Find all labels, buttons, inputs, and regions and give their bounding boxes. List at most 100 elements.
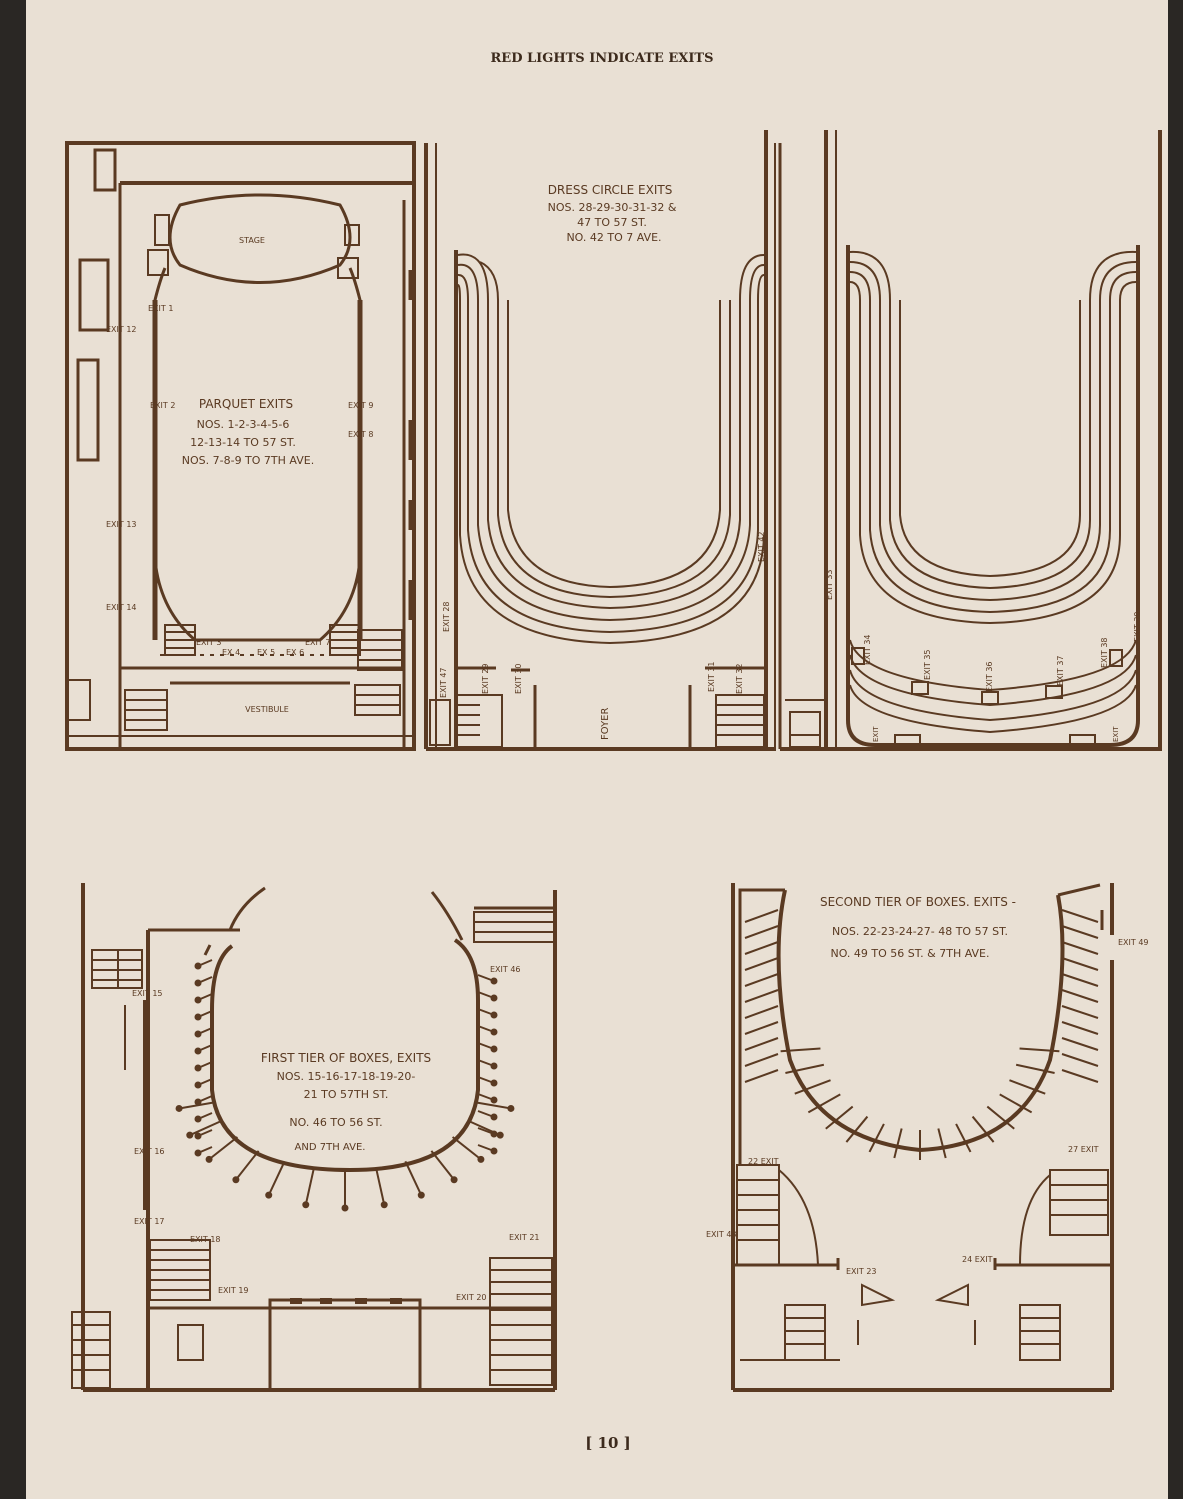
box-marker	[232, 1176, 240, 1184]
box-marker	[490, 1079, 498, 1087]
box-marker	[194, 1149, 202, 1157]
dress-circle-plan	[424, 130, 776, 751]
box-marker	[490, 994, 498, 1002]
exit-29-label: EXIT 29	[481, 663, 490, 694]
box-marker	[194, 996, 202, 1004]
box-partition	[451, 1136, 482, 1161]
box-marker	[194, 1013, 202, 1021]
exit-unnumbered-left: EXIT	[872, 726, 880, 742]
dress-circle-title: DRESS CIRCLE EXITS	[548, 183, 673, 197]
box-partition	[937, 1128, 947, 1159]
exit-37-label: EXIT 37	[1056, 655, 1065, 686]
box-marker	[507, 1104, 515, 1112]
box-marker	[194, 962, 202, 970]
box-marker	[490, 1113, 498, 1121]
box-partition	[807, 1093, 841, 1114]
parquet-title: PARQUET EXITS	[199, 397, 293, 411]
box-partition	[744, 909, 779, 923]
box-partition	[1061, 1053, 1099, 1067]
exit-27-label: 27 EXIT	[1068, 1145, 1099, 1154]
exit-23-label: EXIT 23	[846, 1267, 877, 1276]
box-partition	[893, 1128, 903, 1159]
second-tier-line1: NOS. 22-23-24-27- 48 TO 57 ST.	[832, 925, 1008, 938]
box-partition	[986, 1105, 1015, 1130]
box-partition	[744, 973, 779, 987]
box-marker	[341, 1204, 349, 1212]
box-partition	[235, 1150, 260, 1181]
box-marker	[490, 1045, 498, 1053]
box-partition	[267, 1160, 286, 1196]
dress-circle-line1: NOS. 28-29-30-31-32 &	[548, 201, 677, 214]
first-tier-line4: AND 7TH AVE.	[295, 1142, 366, 1153]
second-tier-line2: NO. 49 TO 56 ST. & 7TH AVE.	[830, 947, 989, 960]
box-partition	[178, 1101, 214, 1110]
exit-30-label: EXIT 30	[514, 663, 523, 694]
box-partition	[744, 941, 779, 955]
box-marker	[186, 1131, 194, 1139]
box-marker	[496, 1131, 504, 1139]
box-marker	[490, 1028, 498, 1036]
box-partition	[744, 1005, 779, 1019]
exit-13-label: EXIT 13	[106, 520, 137, 529]
exit-32-label: EXIT 32	[735, 663, 744, 694]
exit-14-label: EXIT 14	[106, 603, 137, 612]
parquet-plan	[65, 141, 416, 751]
exit-38-label: EXIT 38	[1100, 637, 1109, 668]
second-tier-plan	[731, 883, 1114, 1392]
box-partition	[375, 1167, 386, 1205]
box-marker	[380, 1201, 388, 1209]
exit-unnumbered-right: EXIT	[1112, 726, 1120, 742]
box-marker	[490, 1130, 498, 1138]
box-partition	[780, 1047, 821, 1053]
gallery-plan	[778, 130, 1162, 751]
box-partition	[744, 925, 779, 939]
box-partition	[476, 1101, 512, 1110]
second-tier-title: SECOND TIER OF BOXES. EXITS -	[820, 895, 1016, 909]
box-marker	[194, 1132, 202, 1140]
exit-6-label: EX 6	[286, 648, 304, 657]
exit-15-label: EXIT 15	[132, 989, 163, 998]
exit-28-label: EXIT 28	[442, 601, 451, 632]
box-partition	[1061, 1021, 1099, 1035]
page-number: [ 10 ]	[585, 1434, 631, 1452]
parquet-line2: 12-13-14 TO 57 ST.	[190, 436, 296, 449]
box-marker	[194, 1064, 202, 1072]
box-marker	[194, 1047, 202, 1055]
exit-46-label: EXIT 46	[490, 965, 521, 974]
box-marker	[490, 1147, 498, 1155]
exit-16-label: EXIT 16	[134, 1147, 165, 1156]
box-partition	[825, 1105, 854, 1130]
dress-circle-line2: 47 TO 57 ST.	[577, 216, 647, 229]
exit-42-label: EXIT 42	[757, 531, 766, 562]
vestibule-label: VESTIBULE	[245, 705, 289, 714]
first-tier-line3: NO. 46 TO 56 ST.	[289, 1116, 382, 1129]
box-partition	[1061, 957, 1099, 971]
first-tier-plan	[71, 883, 557, 1392]
exit-19-label: EXIT 19	[218, 1286, 249, 1295]
box-partition	[1061, 909, 1099, 923]
stage-outline	[168, 193, 352, 284]
exit-34-label: EXIT 34	[863, 634, 872, 665]
exit-22-label: 22 EXIT	[748, 1157, 779, 1166]
box-partition	[1009, 1079, 1046, 1095]
exit-36-label: EXIT 36	[985, 661, 994, 692]
exit-1-label: EXIT 1	[148, 304, 173, 313]
exit-20-label: EXIT 20	[456, 1293, 487, 1302]
box-marker	[490, 1096, 498, 1104]
exit-47-label: EXIT 47	[439, 667, 448, 698]
exit-21-label: EXIT 21	[509, 1233, 540, 1242]
box-marker	[194, 1081, 202, 1089]
box-partition	[785, 1063, 825, 1075]
box-partition	[1061, 941, 1099, 955]
exit-33-label: EXIT 33	[825, 569, 834, 600]
exit-9-label: EXIT 9	[348, 401, 373, 410]
box-marker	[490, 1011, 498, 1019]
box-marker	[265, 1191, 273, 1199]
box-marker	[490, 1062, 498, 1070]
box-partition	[955, 1123, 972, 1153]
dress-circle-line3: NO. 42 TO 7 AVE.	[566, 231, 661, 244]
exit-17-label: EXIT 17	[134, 1217, 165, 1226]
box-partition	[999, 1093, 1033, 1114]
exit-18-label: EXIT 18	[190, 1235, 221, 1244]
box-marker	[302, 1201, 310, 1209]
